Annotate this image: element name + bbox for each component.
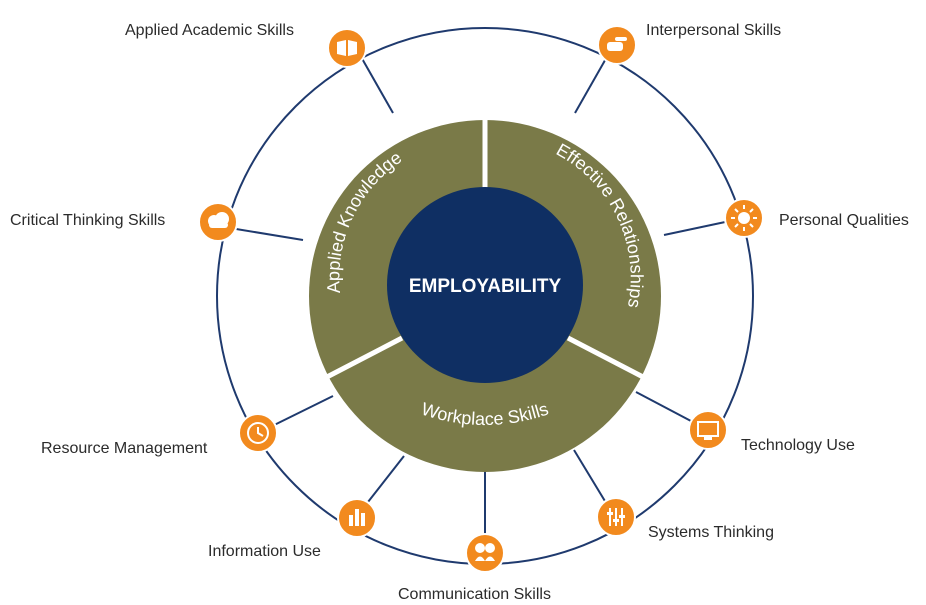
center-label: EMPLOYABILITY [409, 276, 562, 297]
book-icon [327, 28, 367, 68]
skill-label-interpersonal: Interpersonal Skills [646, 22, 782, 39]
skill-label-communication: Communication Skills [398, 586, 551, 603]
skill-label-applied-academic: Applied Academic Skills [125, 22, 294, 39]
skill-label-technology-use: Technology Use [741, 437, 855, 454]
hand-icon [597, 25, 637, 65]
clock-icon [238, 413, 278, 453]
skill-label-personal-qualities: Personal Qualities [779, 212, 909, 229]
people-icon [465, 533, 505, 573]
skill-label-systems-thinking: Systems Thinking [648, 524, 774, 541]
skill-label-resource-management: Resource Management [41, 440, 208, 457]
cloud-icon [198, 202, 238, 242]
skill-label-critical-thinking: Critical Thinking Skills [10, 212, 166, 229]
monitor-icon [688, 410, 728, 450]
center-circle [387, 187, 583, 383]
sun-icon [724, 198, 764, 238]
bar-chart-icon [337, 498, 377, 538]
skill-label-information-use: Information Use [208, 543, 321, 560]
sliders-icon [596, 497, 636, 537]
